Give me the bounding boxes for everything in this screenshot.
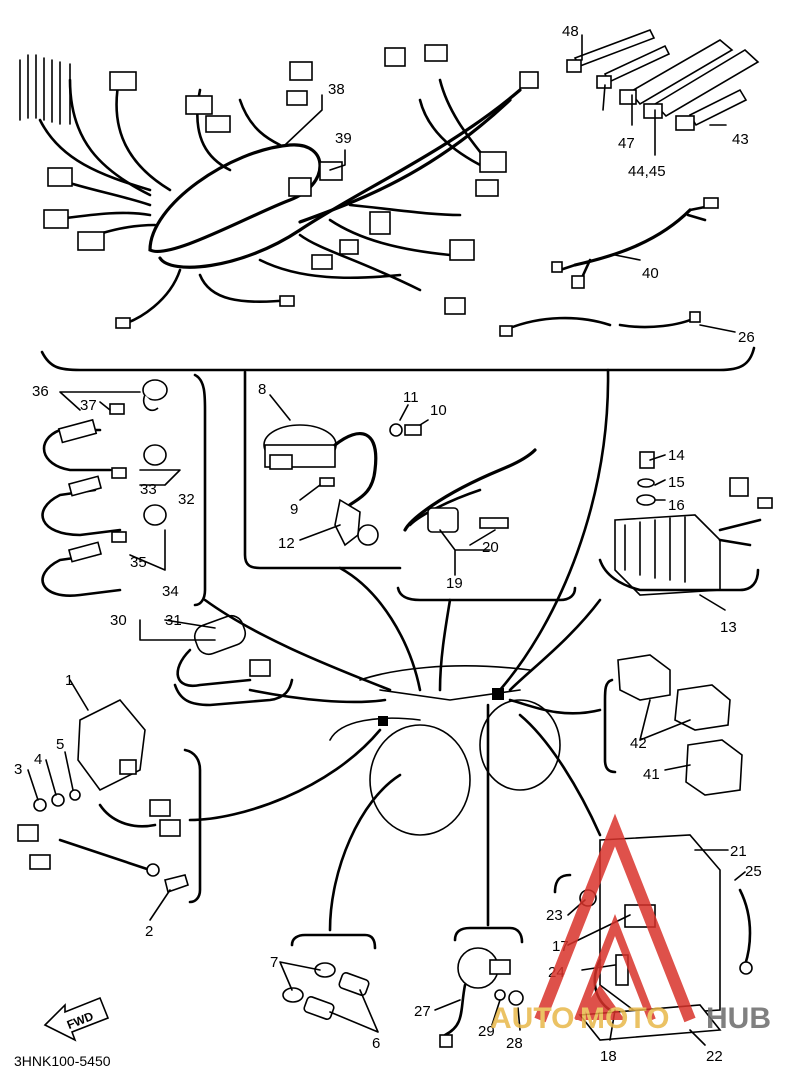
callout-5: 5 — [56, 736, 64, 753]
watermark-part3: HUB — [706, 1002, 771, 1035]
callout-47: 48 — [562, 23, 579, 40]
callout-13: 13 — [720, 619, 737, 636]
callout-37: 37 — [80, 397, 97, 414]
lead-26 — [499, 311, 701, 337]
vehicle-outline — [329, 665, 561, 836]
callout-6: 6 — [372, 1035, 380, 1052]
terminal-covers — [603, 654, 743, 796]
drawing-code: 3HNK100-5450 — [14, 1053, 111, 1069]
callout-11: 11 — [403, 389, 419, 406]
plugs-6-7 — [282, 933, 377, 1020]
callout-22: 22 — [706, 1048, 723, 1065]
callout-46: 47 — [618, 135, 635, 152]
callout-16: 16 — [668, 497, 685, 514]
callout-numbers: 38 39 48 47 44,45 43 40 26 36 37 33 32 3… — [14, 23, 762, 1065]
relay-group — [396, 448, 577, 602]
callout-27: 27 — [414, 1003, 431, 1020]
callout-28: 28 — [506, 1035, 523, 1052]
callout-29: 29 — [478, 1023, 495, 1040]
callout-42: 42 — [630, 735, 647, 752]
callout-7: 7 — [270, 954, 278, 971]
callout-25: 25 — [745, 863, 762, 880]
callout-8: 8 — [258, 381, 266, 398]
callout-10: 10 — [430, 402, 447, 419]
watermark-part1: AUTO — [490, 1002, 574, 1035]
wire-harness — [19, 44, 539, 329]
callout-39: 39 — [335, 130, 352, 147]
callout-43: 43 — [732, 131, 749, 148]
harness-group-bracket — [40, 346, 756, 372]
callout-31: 31 — [165, 612, 182, 629]
callout-leaders — [27, 34, 746, 1046]
sub-harness-40 — [551, 197, 719, 289]
callout-40: 40 — [642, 265, 659, 282]
callout-30: 30 — [110, 612, 127, 629]
cable-ties — [566, 28, 760, 131]
callout-44-45: 44,45 — [628, 163, 666, 180]
callout-41: 41 — [643, 766, 660, 783]
callout-34: 34 — [162, 583, 179, 600]
callout-12: 12 — [278, 535, 295, 552]
switch-27 — [439, 926, 524, 1048]
callout-20: 20 — [482, 539, 499, 556]
callout-14: 14 — [668, 447, 685, 464]
leader-lines — [188, 368, 610, 932]
callout-1: 1 — [65, 672, 73, 689]
callout-4: 4 — [34, 751, 42, 768]
callout-36: 36 — [32, 383, 49, 400]
callout-32: 32 — [178, 491, 195, 508]
callout-38: 38 — [328, 81, 345, 98]
callout-9: 9 — [290, 501, 298, 518]
callout-18: 18 — [600, 1048, 617, 1065]
sensor-group — [41, 373, 207, 607]
fwd-arrow: FWD — [43, 996, 110, 1042]
callout-15: 15 — [668, 474, 685, 491]
callout-23: 23 — [546, 907, 563, 924]
callout-35: 35 — [130, 554, 147, 571]
sensor-30-31 — [173, 614, 294, 707]
rectifier-group — [598, 451, 773, 596]
callout-33: 33 — [140, 481, 157, 498]
callout-2: 2 — [145, 923, 153, 940]
callout-19: 19 — [446, 575, 463, 592]
ignition-coil-group — [243, 370, 422, 570]
watermark-logo: AUTO MOTO HUB — [490, 813, 771, 1035]
callout-26: 26 — [738, 329, 755, 346]
callout-21: 21 — [730, 843, 747, 860]
cdi-group — [17, 699, 202, 904]
watermark-part2: MOTO — [580, 1002, 669, 1035]
callout-3: 3 — [14, 761, 22, 778]
